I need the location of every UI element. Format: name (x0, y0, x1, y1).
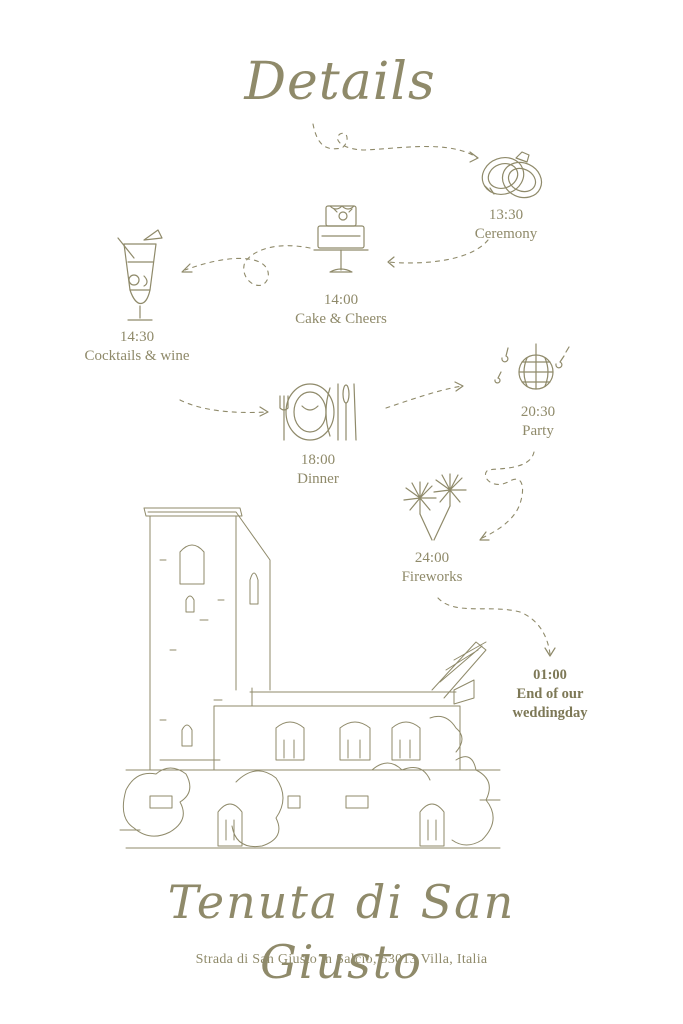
disco-ball-icon (494, 343, 570, 390)
event-label: Fireworks (401, 569, 463, 585)
cocktail-glass-icon (117, 229, 163, 321)
castle-estate-illustration (119, 507, 501, 849)
event-end: 01:00 End of our weddingday (496, 666, 604, 723)
arrowheads (181, 151, 556, 657)
wedding-cake-icon (313, 205, 369, 273)
event-label: Cake & Cheers (295, 311, 387, 327)
event-ceremony: 13:30 Ceremony (446, 206, 566, 244)
event-time: 14:30 (119, 329, 155, 345)
fireworks-icon (403, 473, 467, 541)
event-fireworks: 24:00 Fireworks (382, 549, 482, 587)
event-time: 20:30 (520, 404, 556, 420)
venue-name: Tenuta di San Giusto (167, 875, 516, 989)
event-time: 13:30 (488, 207, 524, 223)
event-label-line1: End of our (516, 686, 584, 702)
wedding-rings-icon (481, 151, 543, 199)
event-time: 24:00 (414, 550, 450, 566)
event-time: 14:00 (323, 292, 359, 308)
event-label-line2: weddingday (512, 705, 588, 721)
event-time: 18:00 (300, 452, 336, 468)
dashed-path-connectors (179, 123, 551, 655)
page-title: Details (244, 52, 436, 112)
event-label: Ceremony (474, 226, 538, 242)
event-cocktails: 14:30 Cocktails & wine (62, 328, 212, 366)
event-label: Cocktails & wine (84, 348, 190, 364)
event-party: 20:30 Party (498, 403, 578, 441)
venue-address: Strada di San Giusto in Salcio, 53013 Vi… (195, 952, 488, 967)
event-label: Dinner (297, 471, 339, 487)
event-dinner: 18:00 Dinner (268, 451, 368, 489)
event-time: 01:00 (533, 667, 567, 683)
event-label: Party (522, 423, 554, 439)
event-cake: 14:00 Cake & Cheers (270, 291, 412, 329)
dinner-plate-cutlery-icon (279, 383, 357, 441)
